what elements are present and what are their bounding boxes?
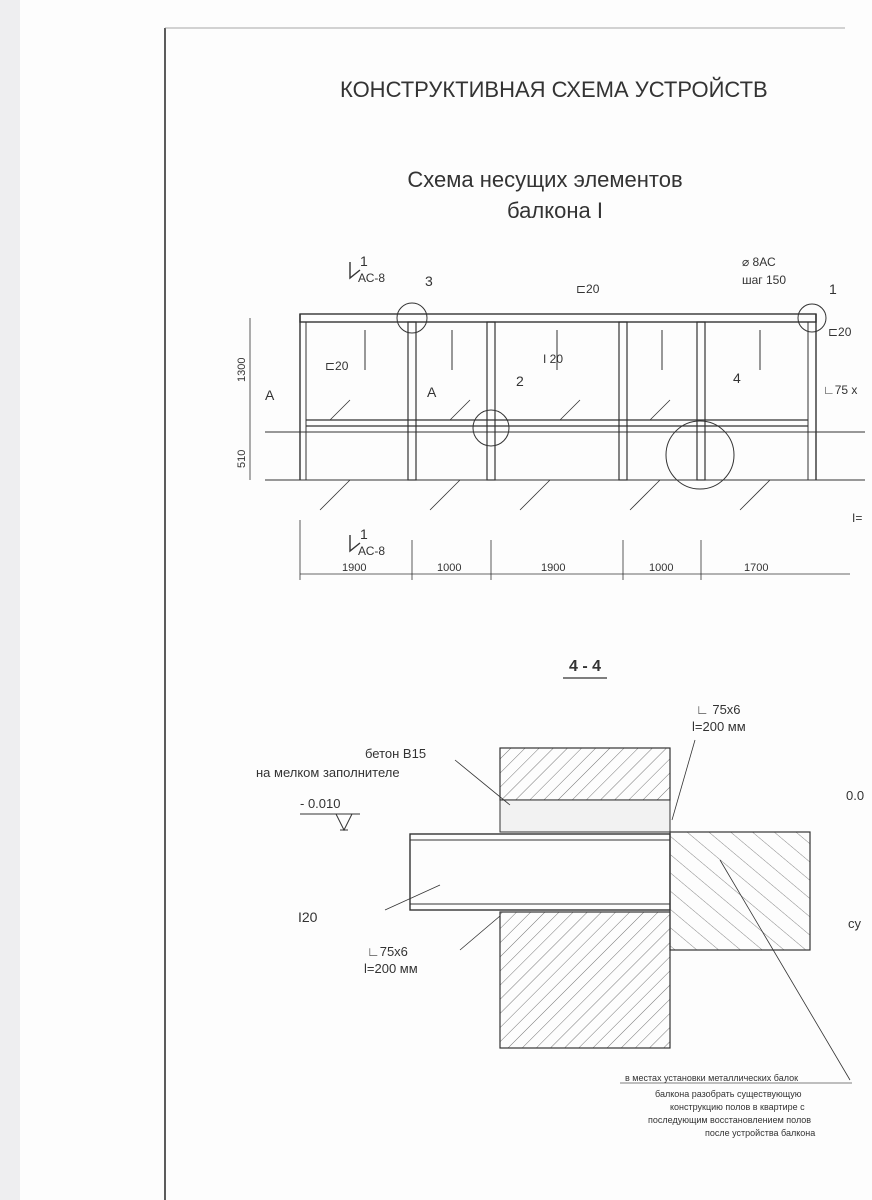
- beam-profile: I20: [298, 909, 318, 925]
- concrete-grade: бетон В15: [365, 746, 426, 761]
- callout-1: 1: [829, 281, 837, 297]
- note-line-3: конструкцию полов в квартире с: [670, 1102, 805, 1112]
- dim-height-510: 510: [236, 450, 248, 468]
- sheet-title: КОНСТРУКТИВНАЯ СХЕМА УСТРОЙСТВ: [340, 77, 768, 102]
- rebar-spacing: шаг 150: [742, 273, 786, 287]
- right-label-partial: су: [848, 916, 862, 931]
- callout-4: 4: [733, 370, 741, 386]
- plan-title-line1: Схема несущих элементов: [407, 167, 682, 192]
- floor-level: - 0.010: [300, 796, 340, 811]
- callout-2: 2: [516, 373, 524, 389]
- note-line-4: последующим восстановлением полов: [648, 1115, 811, 1125]
- section-mark-top: 1 АС-8: [349, 253, 385, 285]
- angle-top-length: l=200 мм: [692, 719, 746, 734]
- section-mark-bottom-sheet: АС-8: [358, 544, 385, 558]
- section-mark-top-sheet: АС-8: [358, 271, 385, 285]
- plan-title-line2: балкона I: [507, 198, 603, 223]
- section-44-title: 4 - 4: [569, 658, 601, 675]
- section-mark-bottom: 1 АС-8: [349, 526, 385, 558]
- profile-label-right: ⊏20: [828, 325, 852, 339]
- concrete-filler: на мелком заполнителе: [256, 765, 400, 780]
- callout-3: 3: [425, 273, 433, 289]
- angle-bottom-profile: ∟75x6: [367, 944, 408, 959]
- dim-span-5: 1700: [744, 562, 768, 574]
- dim-span-1: 1900: [342, 562, 366, 574]
- dim-span-3: 1900: [541, 562, 565, 574]
- note-line-1: в местах установки металлических балок: [625, 1073, 798, 1083]
- section-arrow-a-mid: A: [427, 384, 437, 400]
- section-mark-top-number: 1: [360, 253, 368, 269]
- section-mark-bottom-number: 1: [360, 526, 368, 542]
- plan-frame: [249, 302, 865, 580]
- profile-label-beam: I 20: [543, 352, 563, 366]
- rebar-diameter: ⌀ 8АС: [742, 255, 776, 269]
- dim-span-2: 1000: [437, 562, 461, 574]
- angle-bottom-length: l=200 мм: [364, 961, 418, 976]
- section-44-drawing: [300, 739, 851, 1081]
- profile-label-partial: I=: [852, 511, 862, 525]
- note-line-5: после устройства балкона: [705, 1128, 815, 1138]
- profile-label-angle: ∟75 x: [823, 383, 857, 397]
- note-line-2: балкона разобрать существующую: [655, 1089, 802, 1099]
- angle-top-profile: ∟ 75x6: [696, 702, 741, 717]
- scan-margin: [0, 0, 20, 1200]
- dim-span-4: 1000: [649, 562, 673, 574]
- section-arrow-a-left: A: [265, 387, 275, 403]
- right-level-partial: 0.0: [846, 788, 864, 803]
- notes: в местах установки металлических балок б…: [620, 1073, 852, 1138]
- profile-label-top: ⊏20: [576, 282, 600, 296]
- dim-height-1300: 1300: [236, 358, 248, 382]
- profile-label-left: ⊏20: [325, 359, 349, 373]
